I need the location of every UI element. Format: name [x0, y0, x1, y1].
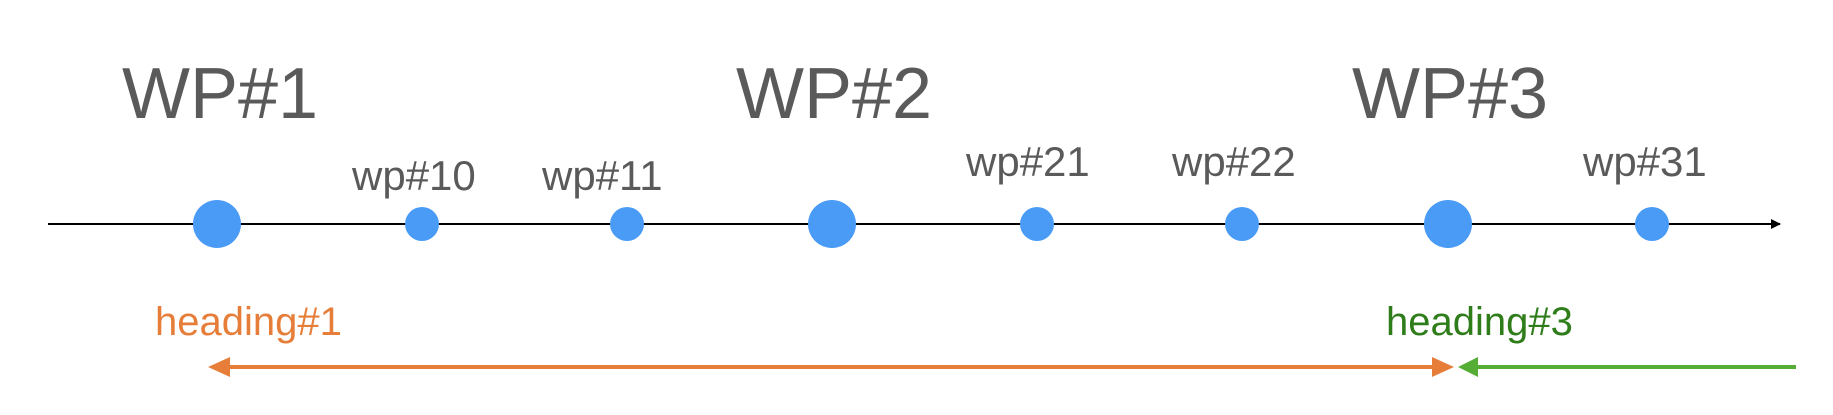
minor-waypoint-marker-wp11	[610, 207, 644, 241]
minor-waypoint-label-wp22: wp#22	[1171, 138, 1296, 185]
major-waypoint-label-wp2: WP#2	[736, 54, 932, 134]
major-waypoint-marker-wp1	[193, 200, 241, 248]
major-waypoint-marker-wp3	[1424, 200, 1472, 248]
heading1-label: heading#1	[155, 300, 342, 344]
minor-waypoint-label-wp21: wp#21	[965, 138, 1090, 185]
heading3-range-arrow	[1458, 357, 1796, 377]
major-waypoint-label-wp3: WP#3	[1352, 54, 1548, 134]
minor-waypoint-marker-wp21	[1020, 207, 1054, 241]
minor-waypoint-label-wp10: wp#10	[351, 152, 476, 199]
minor-waypoint-marker-wp10	[405, 207, 439, 241]
heading3-label: heading#3	[1386, 300, 1573, 344]
minor-waypoint-label-wp31: wp#31	[1582, 138, 1707, 185]
major-waypoint-marker-wp2	[808, 200, 856, 248]
minor-waypoint-label-wp11: wp#11	[541, 152, 663, 199]
minor-waypoint-marker-wp22	[1225, 207, 1259, 241]
minor-waypoint-marker-wp31	[1635, 207, 1669, 241]
heading1-range-arrow	[208, 357, 1454, 377]
major-waypoint-label-wp1: WP#1	[122, 54, 318, 134]
